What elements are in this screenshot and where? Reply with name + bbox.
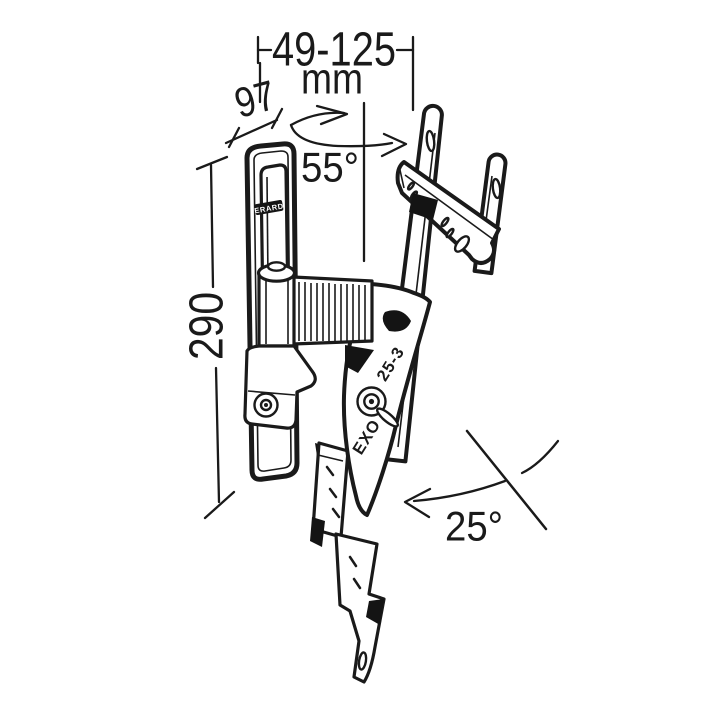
tilt-annotation: 25° [403,429,560,550]
crossbar-slot-3 [440,216,450,228]
swivel-annotation: 55° [289,101,408,263]
dimension-height: 290 [181,155,236,520]
tv-crossbar [395,160,501,265]
tilt-arc-lower [412,479,507,503]
crossbar-slot-4 [445,227,455,239]
swivel-arrowhead-upper [315,104,349,126]
crossbar-slot-1 [406,181,416,191]
tilt-arrowhead [403,487,432,519]
hinge-foot [243,344,317,430]
lower-bracket-shadow-bottom [310,517,325,547]
wall-hinge [243,261,317,430]
lower-bracket-fold [317,454,344,462]
height-dim-line-upper [209,163,215,289]
brand-badge-box [254,199,284,216]
dimension-depth: 97 [224,71,284,149]
tv-crossbar-end-line [399,169,405,189]
lower-rail-hole [357,651,368,671]
lower-rail-slots [348,555,362,590]
hinge-foot-fold [247,390,296,396]
lower-bracket [310,441,386,684]
depth-dim-tick-right [270,107,284,130]
swivel-arrowhead-lower [380,132,408,158]
tilt-knob-center [368,398,375,405]
tv-hook-hole [491,177,502,200]
tilt-angle-value: 25° [445,503,503,550]
tilt-arc-upper [520,439,560,475]
swivel-arc-lower [289,123,394,148]
tilt-axis-line [465,429,548,531]
extension-arm-ribs [298,282,366,341]
height-value: 290 [181,292,234,360]
crossbar-clamp-block [409,193,438,220]
tv-rail-hook-hole [425,129,436,153]
lower-bracket-slots [325,465,341,519]
extension-arm [291,275,374,346]
lower-rail-step-shadow [366,599,384,625]
dimension-width-range: 49-125 mm [256,24,415,112]
wall-plate-inner-line [253,150,292,472]
tv-crossbar-bend-line [404,174,495,241]
swivel-angle-value: 55° [301,144,359,191]
crossbar-oval-hole [453,235,471,253]
depth-value: 97 [230,71,281,127]
hinge-cap-stub [266,261,287,272]
width-range-unit: mm [301,55,363,104]
depth-dim-line [224,118,279,145]
height-dim-tick-top [195,155,229,171]
pivot-hinge-shadow [382,310,411,332]
pivot-slot [376,407,399,428]
height-dim-line-lower [214,366,221,504]
arm-joint-shadow [345,345,374,373]
width-range-value: 49-125 [272,24,396,77]
height-dim-tick-bottom [203,490,236,520]
hinge-bolt-center [264,403,268,407]
depth-dim-tick-left [227,126,241,149]
